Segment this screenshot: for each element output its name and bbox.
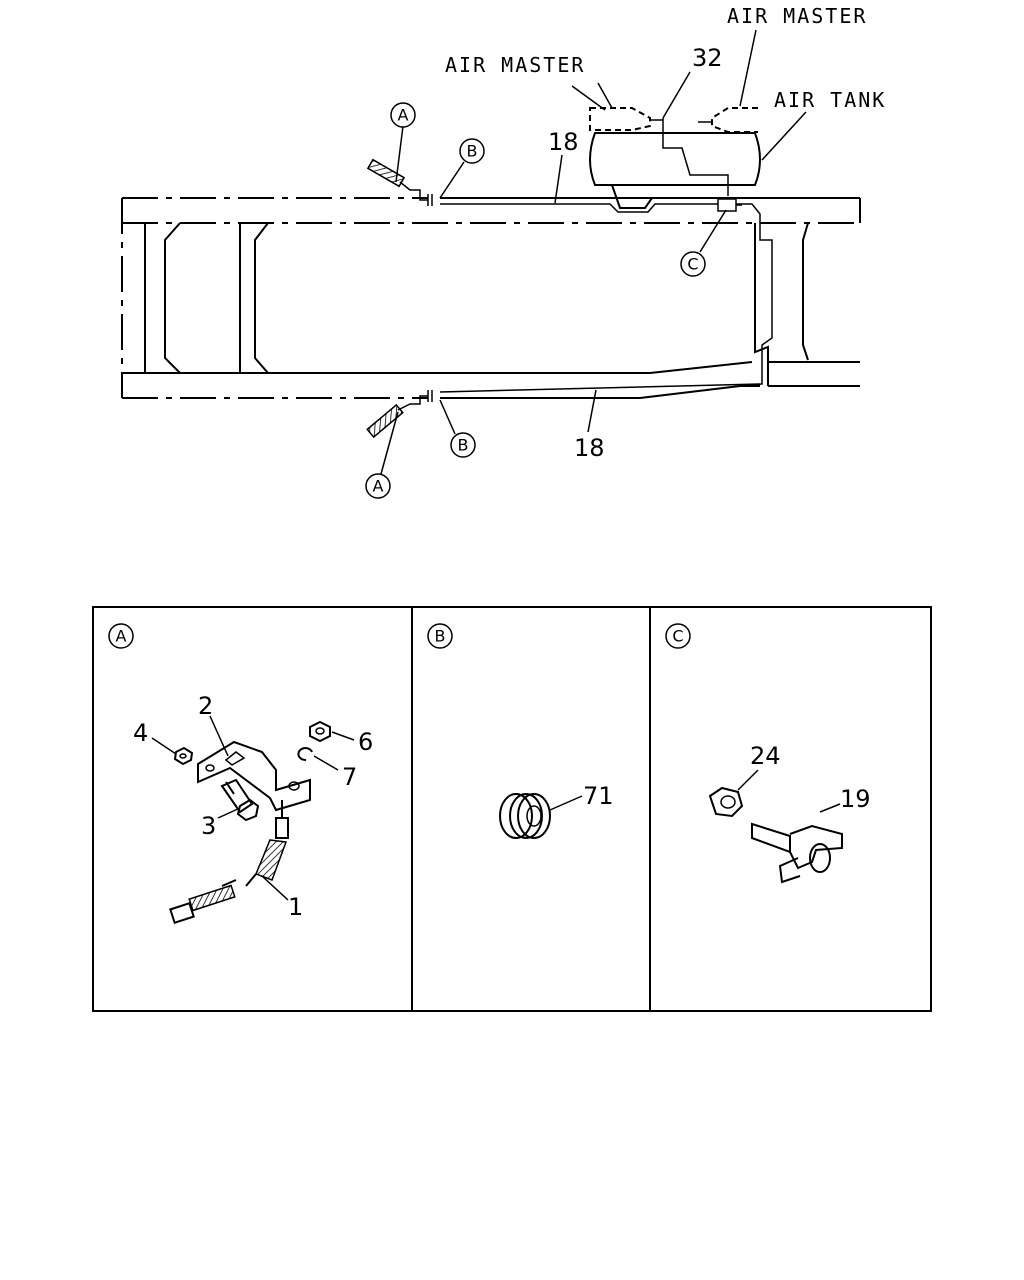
air-master-label-left: AIR MASTER xyxy=(445,53,585,77)
marker-a-top: A xyxy=(390,102,416,128)
bolt-part-3 xyxy=(220,778,260,822)
detail-panels xyxy=(92,606,932,1012)
washer-part-7 xyxy=(297,747,313,762)
callout-18-bottom: 18 xyxy=(574,434,605,462)
callout-71: 71 xyxy=(583,782,614,810)
nut-part-24 xyxy=(708,769,759,818)
svg-text:A: A xyxy=(373,477,384,496)
air-master-left xyxy=(589,107,663,131)
nut-part-4 xyxy=(173,746,194,766)
marker-a-bottom: A xyxy=(365,473,391,499)
callout-1: 1 xyxy=(288,893,303,921)
svg-text:C: C xyxy=(687,255,698,274)
callout-7: 7 xyxy=(342,763,357,791)
chassis-frame xyxy=(121,197,861,399)
callout-32: 32 xyxy=(692,44,723,72)
marker-b-top: B xyxy=(459,138,485,164)
svg-text:A: A xyxy=(398,106,409,125)
air-tank xyxy=(589,132,761,209)
nut-part-6 xyxy=(309,720,331,743)
t-fitting-part-19 xyxy=(751,803,843,884)
svg-text:A: A xyxy=(116,627,127,646)
pipe-18-top xyxy=(440,118,773,387)
callout-19: 19 xyxy=(840,785,871,813)
svg-text:B: B xyxy=(467,142,478,161)
hose-bottom xyxy=(366,390,433,439)
panel-a-marker: A xyxy=(108,623,134,649)
panel-b-marker: B xyxy=(427,623,453,649)
hose-top xyxy=(366,158,433,206)
bracket-part-2 xyxy=(197,740,311,812)
callout-2: 2 xyxy=(198,692,213,720)
grommet-part-71 xyxy=(499,793,583,839)
air-tank-label: AIR TANK xyxy=(774,88,886,112)
callout-24: 24 xyxy=(750,742,781,770)
callout-6: 6 xyxy=(358,728,373,756)
marker-b-bottom: B xyxy=(450,432,476,458)
svg-text:B: B xyxy=(435,627,446,646)
marker-c: C xyxy=(680,251,706,277)
pipe-18-bottom xyxy=(439,383,761,393)
leader-lines xyxy=(380,29,807,475)
panel-a-leaders xyxy=(151,715,355,901)
svg-text:B: B xyxy=(458,436,469,455)
panel-c-marker: C xyxy=(665,623,691,649)
hose-part-1 xyxy=(169,800,289,925)
callout-18-top: 18 xyxy=(548,128,579,156)
callout-3: 3 xyxy=(201,812,216,840)
callout-4: 4 xyxy=(133,719,148,747)
svg-text:C: C xyxy=(672,627,683,646)
t-fitting xyxy=(717,198,742,212)
air-master-label-right: AIR MASTER xyxy=(727,4,867,28)
air-master-right xyxy=(698,107,758,133)
